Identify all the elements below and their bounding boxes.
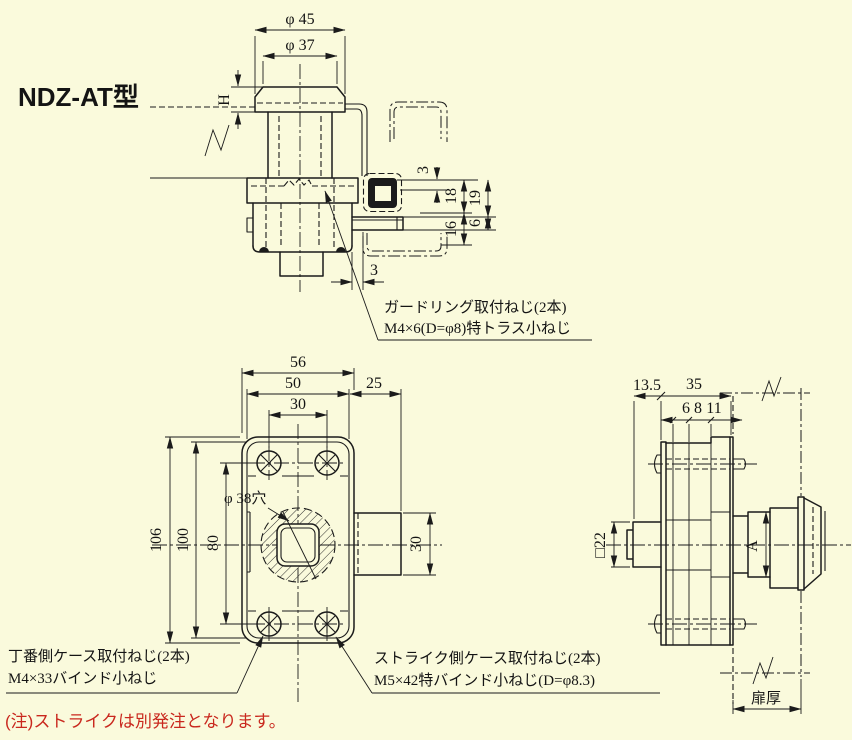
dim-bolt-30-label: 30 bbox=[408, 536, 425, 552]
guard-ring-callout-line1: ガードリング取付ねじ(2本) bbox=[384, 299, 567, 316]
dim-30-label: 30 bbox=[290, 396, 306, 413]
hole-label: φ 38穴 bbox=[224, 490, 266, 507]
dim-106-label: 106 bbox=[148, 528, 165, 552]
hinge-callout-line2: M4×33バインド小ねじ bbox=[8, 670, 157, 687]
dim-8-side-label: 8 bbox=[694, 400, 702, 417]
case-screws bbox=[256, 450, 340, 637]
dim-6-side-label: 6 bbox=[682, 400, 690, 417]
dim-sq22-label: □22 bbox=[592, 532, 609, 558]
dim-25-label: 25 bbox=[366, 375, 382, 392]
dim-35-label: 35 bbox=[686, 376, 702, 393]
dim-11-side-label: 11 bbox=[706, 400, 721, 417]
front-view: 56 50 25 30 106 100 80 30 φ 38穴 丁番側ケース取付… bbox=[6, 354, 660, 702]
hinge-callout-line1: 丁番側ケース取付ねじ(2本) bbox=[8, 648, 190, 665]
dim-3-lower-label: 3 bbox=[370, 262, 378, 279]
dim-100-label: 100 bbox=[175, 528, 192, 552]
dim-50-label: 50 bbox=[285, 375, 301, 392]
page-title: NDZ-AT型 bbox=[18, 82, 139, 112]
strike-callout-line2: M5×42特バインド小ねじ(D=φ8.3) bbox=[374, 672, 595, 689]
dim-phi37-label: φ 37 bbox=[285, 37, 314, 54]
dim-18-label: 18 bbox=[443, 188, 460, 204]
dim-door-thickness-label: 扉厚 bbox=[751, 690, 781, 707]
dim-6-label: 6 bbox=[467, 219, 484, 227]
dim-H-label: H bbox=[216, 94, 233, 106]
guard-ring-callout-line2: M4×6(D=φ8)特トラス小ねじ bbox=[384, 320, 571, 337]
dim-56-label: 56 bbox=[290, 354, 306, 371]
dim-3-upper-label: 3 bbox=[415, 166, 432, 174]
side-view: 13.5 35 6 8 11 □22 A 扉厚 bbox=[592, 376, 851, 714]
dim-phi45-label: φ 45 bbox=[285, 11, 314, 28]
top-section-view: φ 45 φ 37 H bbox=[150, 11, 592, 341]
strike-note: (注)ストライクは別発注となります。 bbox=[5, 712, 286, 731]
dim-19-label: 19 bbox=[467, 190, 484, 206]
strike-callout-line1: ストライク側ケース取付ねじ(2本) bbox=[374, 650, 600, 667]
dim-16-label: 16 bbox=[443, 221, 460, 237]
dim-80-label: 80 bbox=[205, 535, 222, 551]
dim-A-label: A bbox=[744, 540, 761, 552]
dim-13-5-label: 13.5 bbox=[633, 377, 661, 394]
